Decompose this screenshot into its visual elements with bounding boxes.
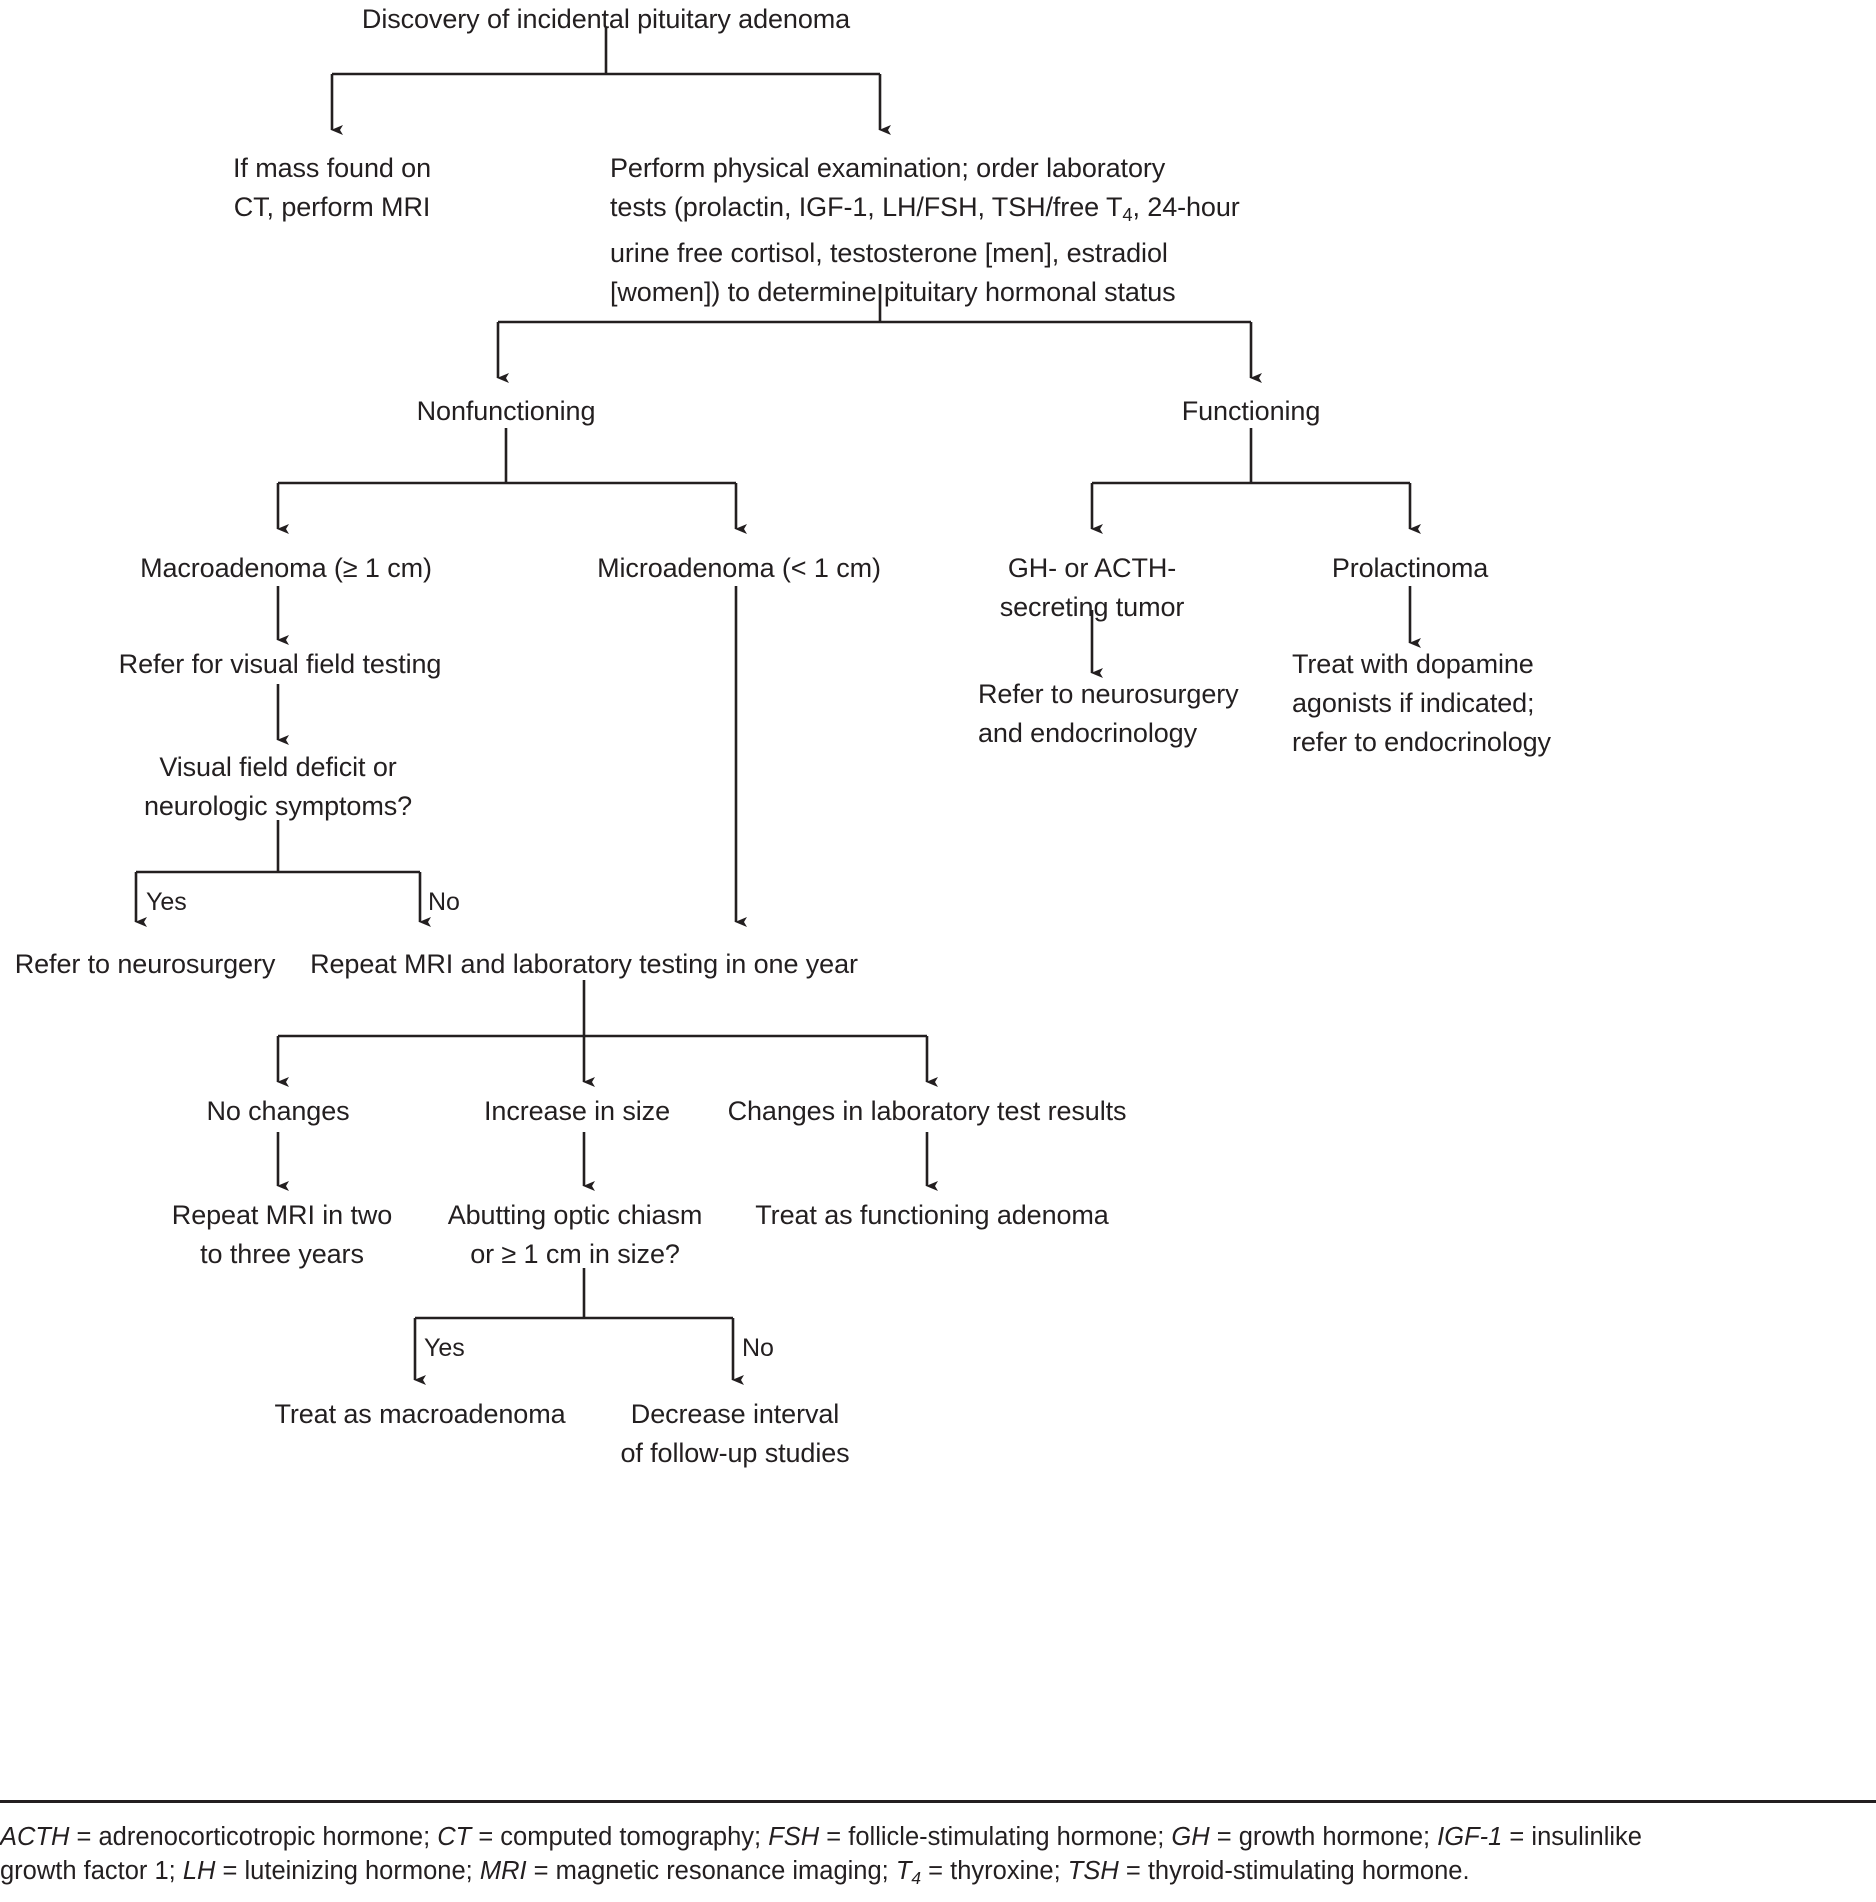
node-treat-as-functioning-adenoma: Treat as functioning adenoma [755, 1200, 1109, 1230]
abbr-lh: LH [182, 1857, 216, 1885]
node-refer-ne-line2: and endocrinology [978, 718, 1197, 748]
node-workup-line2-cont: , 24-hour [1132, 192, 1240, 222]
abbr-t4-subscript: 4 [911, 1867, 922, 1888]
abbr-gh: GH [1171, 1823, 1210, 1851]
node-gh-acth-line1: GH- or ACTH- [1007, 553, 1177, 583]
node-workup: Perform physical examination; order labo… [610, 149, 1240, 312]
node-repeat-mri-one-year: Repeat MRI and laboratory testing in one… [310, 949, 858, 979]
abbr-ct-def: = computed tomography; [471, 1823, 769, 1851]
node-decrease-interval: Decrease interval of follow-up studies [620, 1395, 849, 1473]
node-deficit-line1: Visual field deficit or [159, 752, 397, 782]
abbr-igf1: IGF-1 [1437, 1823, 1503, 1851]
node-visual-field-testing: Refer for visual field testing [118, 649, 442, 679]
node-workup-line4: [women]) to determine pituitary hormonal… [610, 277, 1176, 308]
edge-label-no-visual-deficit: No [428, 888, 460, 916]
node-gh-acth-line2: secreting tumor [999, 592, 1185, 622]
node-ct-mri: If mass found on CT, perform MRI [233, 149, 431, 227]
node-dopamine-line1: Treat with dopamine [1292, 649, 1534, 679]
abbr-ct: CT [437, 1823, 472, 1851]
node-dopamine-line2: agonists if indicated; [1292, 688, 1535, 718]
footnote-divider [0, 1800, 1876, 1803]
node-decrease-line2: of follow-up studies [620, 1438, 850, 1468]
node-treat-as-macroadenoma: Treat as macroadenoma [274, 1399, 566, 1429]
node-refer-to-neurosurgery: Refer to neurosurgery [14, 949, 276, 979]
node-ct-mri-line2: CT, perform MRI [233, 192, 431, 222]
abbr-fsh: FSH [768, 1823, 820, 1851]
abbr-acth-def: = adrenocorticotropic hormone; [69, 1823, 438, 1851]
abbr-mri-def: = magnetic resonance imaging; [526, 1857, 896, 1885]
edge-label-yes-abutting: Yes [424, 1334, 465, 1362]
abbr-gh-def: = growth hormone; [1209, 1823, 1438, 1851]
node-prolactinoma: Prolactinoma [1331, 553, 1489, 583]
abbr-fsh-def: = follicle-stimulating hormone; [819, 1823, 1172, 1851]
node-ct-mri-line1: If mass found on [232, 153, 432, 183]
node-workup-line1: Perform physical examination; order labo… [610, 153, 1166, 183]
abbr-tsh: TSH [1067, 1857, 1119, 1885]
node-dopamine-agonists: Treat with dopamine agonists if indicate… [1292, 645, 1551, 762]
node-repeat-mri-two-three-years: Repeat MRI in two to three years [171, 1196, 393, 1274]
node-microadenoma: Microadenoma (< 1 cm) [597, 553, 881, 583]
abbr-lh-def: = luteinizing hormone; [215, 1857, 480, 1885]
footnote-line-2: growth factor 1; LH = luteinizing hormon… [0, 1854, 1876, 1895]
node-deficit-line2: neurologic symptoms? [143, 791, 413, 821]
footnote-line-1: ACTH = adrenocorticotropic hormone; CT =… [0, 1820, 1876, 1854]
node-workup-line2: tests (prolactin, IGF-1, LH/FSH, TSH/fre… [610, 192, 1123, 222]
node-root: Discovery of incidental pituitary adenom… [361, 4, 851, 34]
node-abutting-line1: Abutting optic chiasm [447, 1200, 703, 1230]
node-functioning: Functioning [1181, 396, 1321, 426]
abbr-acth: ACTH [0, 1823, 70, 1851]
node-dopamine-line3: refer to endocrinology [1292, 727, 1551, 757]
node-abutting-line2: or ≥ 1 cm in size? [470, 1239, 680, 1269]
abbr-igf1-def: = insulinlike [1502, 1823, 1642, 1851]
footnote-abbreviations: ACTH = adrenocorticotropic hormone; CT =… [0, 1820, 1876, 1895]
node-decrease-line1: Decrease interval [630, 1399, 840, 1429]
node-refer-ne-line1: Refer to neurosurgery [978, 679, 1239, 709]
node-gh-acth-tumor: GH- or ACTH- secreting tumor [1000, 549, 1185, 627]
abbr-igf1-def-cont: growth factor 1; [0, 1857, 183, 1885]
abbr-mri: MRI [479, 1857, 527, 1885]
abbr-t4: T [895, 1857, 912, 1885]
node-abutting-optic-chiasm-question: Abutting optic chiasm or ≥ 1 cm in size? [448, 1196, 703, 1274]
node-visual-field-deficit-question: Visual field deficit or neurologic sympt… [144, 748, 412, 826]
abbr-t4-def: = thyroxine; [921, 1857, 1068, 1885]
node-increase-in-size: Increase in size [484, 1096, 670, 1126]
edge-label-yes-visual-deficit: Yes [146, 888, 187, 916]
node-macroadenoma: Macroadenoma (≥ 1 cm) [140, 553, 432, 583]
node-lab-test-changes: Changes in laboratory test results [727, 1096, 1127, 1126]
node-repeat23-line1: Repeat MRI in two [171, 1200, 393, 1230]
node-nonfunctioning: Nonfunctioning [416, 396, 596, 426]
abbr-tsh-def: = thyroid-stimulating hormone. [1118, 1857, 1470, 1885]
node-workup-line3: urine free cortisol, testosterone [men],… [610, 238, 1168, 269]
edge-label-no-abutting: No [742, 1334, 774, 1362]
node-repeat23-line2: to three years [200, 1239, 364, 1269]
node-refer-neurosurgery-endocrinology: Refer to neurosurgery and endocrinology [978, 675, 1239, 753]
subscript-four: 4 [1122, 204, 1133, 226]
node-no-changes: No changes [206, 1096, 350, 1126]
